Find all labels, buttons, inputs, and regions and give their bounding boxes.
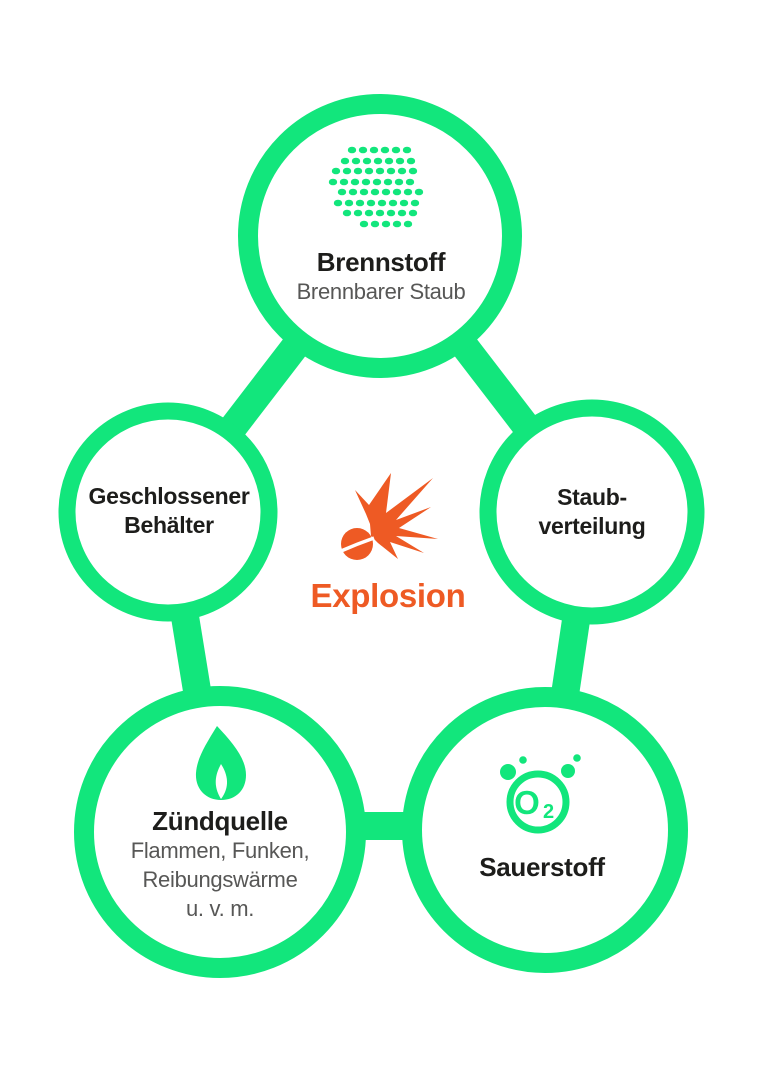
node-fuel-label: Brennstoff Brennbarer Staub [297, 247, 466, 306]
oxygen-molecule-icon: O 2 [500, 754, 581, 834]
o2-subscript: 2 [543, 801, 554, 823]
dispersion-title-line2: verteilung [538, 513, 646, 539]
ignition-title: Zündquelle [152, 806, 288, 836]
enclosure-title-line2: Behälter [124, 512, 214, 538]
ignition-subtitle-line3: u. v. m. [185, 896, 255, 921]
bubble-small-right [573, 754, 581, 762]
bomb-ball-slit [340, 536, 375, 553]
node-enclosure-label: Geschlossener Behälter [88, 482, 249, 540]
ignition-subtitle-line2: Reibungswärme [142, 867, 298, 892]
dispersion-title-line1: Staub- [557, 484, 627, 510]
ignition-subtitle-line1: Flammen, Funken, [130, 838, 310, 863]
node-dispersion-label: Staub- verteilung [539, 483, 646, 541]
enclosure-title-line1: Geschlossener [88, 483, 250, 509]
dust-cloud-icon [328, 146, 424, 228]
flame-icon [195, 726, 246, 800]
circle-dispersion [479, 399, 705, 625]
explosion-center-label: Explosion [310, 577, 466, 614]
fuel-subtitle: Brennbarer Staub [296, 279, 466, 304]
bubble-medium-right [561, 764, 575, 778]
fuel-title: Brennstoff [316, 247, 446, 277]
o2-letter: O [514, 784, 540, 821]
explosion-burst-icon [340, 473, 438, 560]
circle-ignition [74, 686, 366, 978]
bubble-large-left [500, 764, 516, 780]
node-oxygen-label: Sauerstoff [479, 852, 605, 882]
circle-fuel [238, 94, 522, 378]
oxygen-title: Sauerstoff [479, 852, 605, 882]
circle-enclosure [58, 402, 278, 622]
node-ignition-label: Zündquelle Flammen, Funken, Reibungswärm… [131, 806, 310, 923]
bubble-small-left [519, 756, 527, 764]
node-circles [58, 94, 705, 978]
